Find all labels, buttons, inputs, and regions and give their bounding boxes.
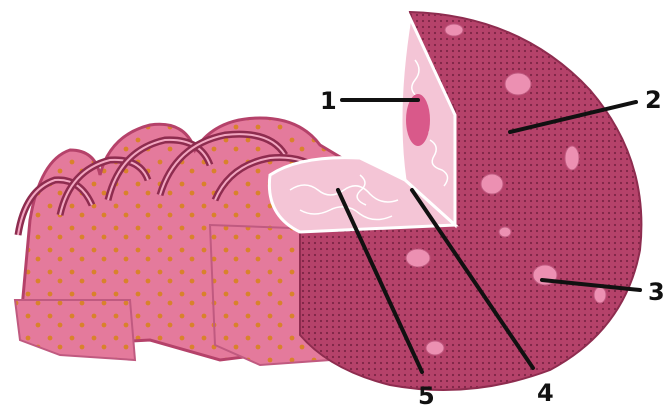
label-3: 3 [648,278,665,306]
nuclear-pore [426,341,444,355]
label-1: 1 [320,87,337,115]
nuclear-pore [594,287,606,303]
label-5: 5 [418,382,435,407]
label-2: 2 [645,86,662,114]
nuclear-pore [505,73,531,95]
er-left-slab [15,300,135,360]
nuclear-pore [499,227,511,237]
nuclear-pore [481,174,503,194]
nucleus [269,12,641,390]
nuclear-pore [565,146,579,170]
nuclear-pore [445,24,463,36]
nuclear-pore [406,249,430,267]
label-4: 4 [537,379,554,407]
